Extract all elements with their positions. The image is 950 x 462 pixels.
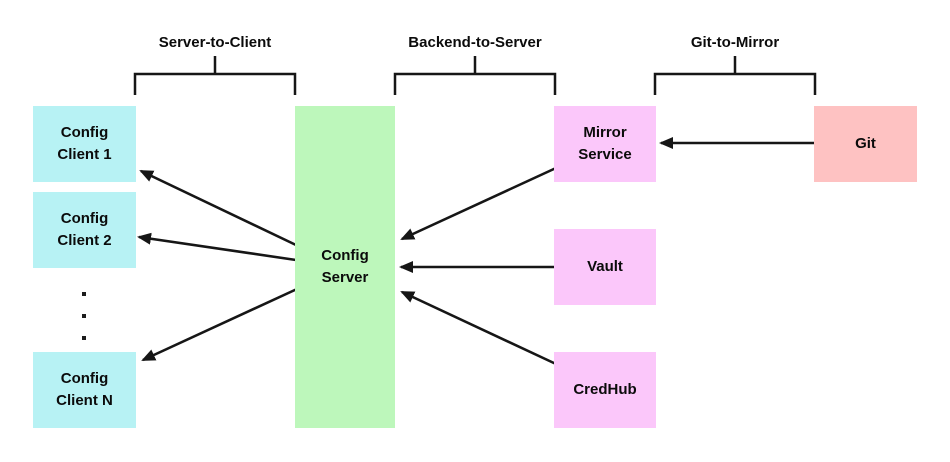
node-label-line: Service	[578, 146, 632, 163]
arrow-server-to-client-1	[139, 169, 297, 247]
bracket-git-to-mirror	[653, 56, 817, 95]
group-label-git-to-mirror: Git-to-Mirror	[690, 34, 780, 51]
node-label-line: Client N	[56, 392, 113, 409]
arrow-server-to-client-n	[141, 287, 298, 362]
node-vault: Vault	[554, 229, 656, 305]
node-config-client-1: Config Client 1	[33, 106, 136, 182]
group-label-backend-to-server: Backend-to-Server	[408, 34, 542, 51]
arrow-server-to-client-2	[137, 232, 297, 262]
node-label-line: Config	[60, 124, 109, 141]
bracket-server-to-client	[133, 56, 297, 95]
node-mirror-service: Mirror Service	[554, 106, 656, 182]
bracket-backend-to-server	[393, 56, 557, 95]
node-git: Git	[814, 106, 917, 182]
node-credhub: CredHub	[554, 352, 656, 428]
group-label-server-to-client: Server-to-Client	[158, 34, 272, 51]
node-label-line: Git	[855, 135, 876, 152]
node-config-server: Config Server	[295, 106, 395, 428]
node-label-line: Config	[60, 210, 109, 227]
arrow-mirror-to-server	[400, 166, 557, 241]
vertical-ellipsis-dot	[82, 314, 86, 318]
vertical-ellipsis-dot	[82, 292, 86, 296]
node-label-line: Client 2	[57, 232, 112, 249]
node-label-line: Mirror	[583, 124, 627, 141]
node-config-client-n: Config Client N	[33, 352, 136, 428]
node-label-line: Config	[60, 370, 109, 387]
node-label-line: Server	[321, 269, 369, 286]
vertical-ellipsis-dot	[82, 336, 86, 340]
arrow-credhub-to-server	[400, 290, 557, 366]
node-config-client-2: Config Client 2	[33, 192, 136, 268]
node-label-line: Client 1	[57, 146, 112, 163]
node-label-line: Vault	[587, 258, 623, 275]
node-label-line: Config	[321, 247, 369, 264]
node-label-line: CredHub	[573, 381, 637, 398]
